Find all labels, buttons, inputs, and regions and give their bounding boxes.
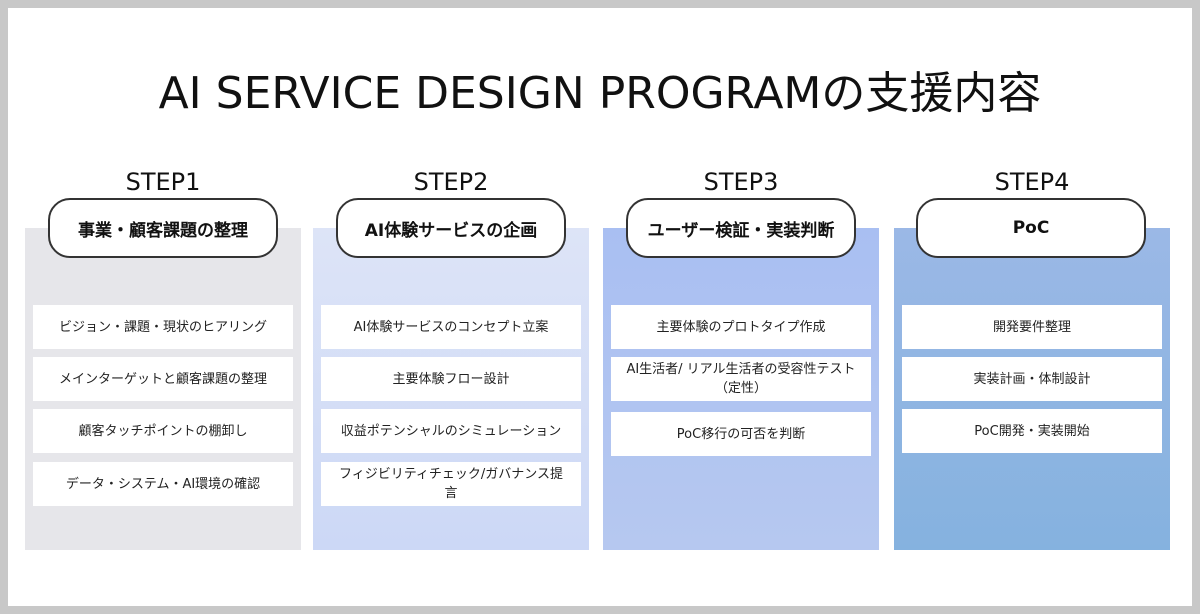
step3-label: STEP3 xyxy=(703,168,779,196)
step1-item-1: ビジョン・課題・現状のヒアリング xyxy=(33,305,293,349)
step1-heading: 事業・顧客課題の整理 xyxy=(48,198,278,258)
step1-label: STEP1 xyxy=(125,168,201,196)
page-title: AI SERVICE DESIGN PROGRAMの支援内容 xyxy=(158,68,1042,119)
step2-item-3: 収益ポテンシャルのシミュレーション xyxy=(321,409,581,453)
step3-item-1: 主要体験のプロトタイプ作成 xyxy=(611,305,871,349)
step2-item-4: フィジビリティチェック/ガバナンス提言 xyxy=(321,462,581,506)
step4-label: STEP4 xyxy=(994,168,1070,196)
step1-item-3: 顧客タッチポイントの棚卸し xyxy=(33,409,293,453)
step1-item-4: データ・システム・AI環境の確認 xyxy=(33,462,293,506)
step4-item-1: 開発要件整理 xyxy=(902,305,1162,349)
step4-item-3: PoC開発・実装開始 xyxy=(902,409,1162,453)
step2-heading: AI体験サービスの企画 xyxy=(336,198,566,258)
slide-frame: AI SERVICE DESIGN PROGRAMの支援内容 STEP1 事業・… xyxy=(8,8,1192,606)
step4-item-2: 実装計画・体制設計 xyxy=(902,357,1162,401)
step2-item-1: AI体験サービスのコンセプト立案 xyxy=(321,305,581,349)
step3-item-3: PoC移行の可否を判断 xyxy=(611,412,871,456)
step1-item-2: メインターゲットと顧客課題の整理 xyxy=(33,357,293,401)
step3-heading: ユーザー検証・実装判断 xyxy=(626,198,856,258)
step2-item-2: 主要体験フロー設計 xyxy=(321,357,581,401)
step3-item-2: AI生活者/ リアル生活者の受容性テスト（定性） xyxy=(611,357,871,401)
step4-heading: PoC xyxy=(916,198,1146,258)
step2-label: STEP2 xyxy=(413,168,489,196)
